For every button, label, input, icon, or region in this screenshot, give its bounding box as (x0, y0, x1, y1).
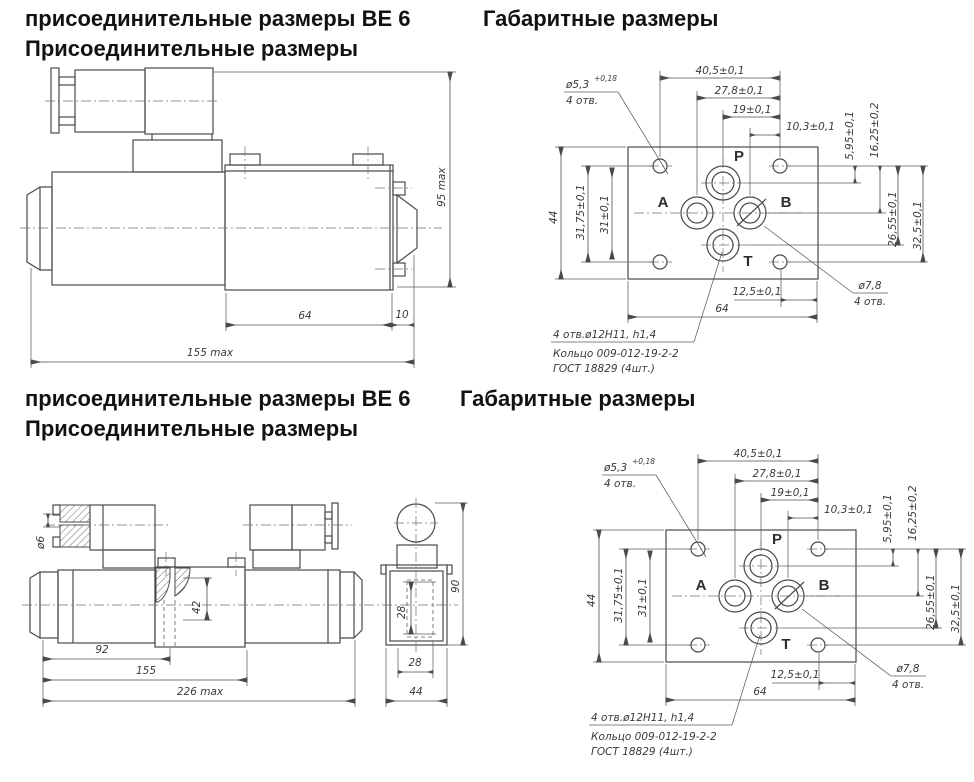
heading-connection2-top: Присоединительные размеры (25, 36, 358, 61)
plate-drawing-bottom: P A B T (586, 448, 966, 758)
port-label-t: T (781, 636, 790, 653)
plate-note-3: ГОСТ 18829 (4шт.) (553, 363, 655, 375)
dim-28h-label: 28 (408, 657, 422, 669)
plate-note-1: 4 отв.ø12Н11, h1,4 (591, 712, 694, 724)
dim-155-label: 155 (136, 665, 156, 677)
plate-holes (690, 541, 826, 653)
dim-226max-label: 226 max (177, 686, 224, 698)
dim-12-5-label: 12,5±0,1 (733, 286, 782, 298)
mount-hole-dia-label: ø5,3 (565, 79, 589, 91)
heading-connection-bottom: присоединительные размеры ВЕ 6 (25, 386, 411, 411)
end-view-outline (380, 503, 453, 646)
mount-hole-tol-label: +0,18 (594, 74, 617, 83)
port-label-p: P (734, 148, 744, 165)
dim-155max-label: 155 max (187, 347, 234, 359)
dim-64-label: 64 (298, 310, 311, 322)
end-view-centerlines (394, 498, 438, 652)
dim-5-95-label: 5,95±0,1 (882, 494, 894, 543)
heading-overall-top: Габаритные размеры (483, 6, 719, 31)
centerlines (22, 524, 458, 606)
port-hole-dia-label: ø7,8 (857, 280, 881, 292)
mount-hole-qty-label: 4 отв. (566, 95, 598, 107)
valve-body-outline (29, 557, 363, 648)
dim-26-55-label: 26,55±0,1 (887, 191, 899, 247)
dim-95max-label: 95 max (436, 167, 448, 207)
dim-40-5-label: 40,5±0,1 (696, 65, 745, 77)
dim-12-5-label: 12,5±0,1 (771, 669, 820, 681)
dimension-lines (385, 502, 466, 704)
plate-note-3: ГОСТ 18829 (4шт.) (591, 746, 693, 758)
port-label-p: P (772, 531, 782, 548)
hidden-port-lines (163, 600, 176, 646)
dimension-lines (30, 71, 453, 365)
dim-19-label: 19±0,1 (771, 487, 810, 499)
port-hole-qty-label: 4 отв. (892, 679, 924, 691)
plate-dimension-lines (558, 75, 926, 320)
dim-27-8-label: 27,8±0,1 (715, 85, 764, 97)
valve-body-outline (26, 153, 418, 291)
port-hole-dia-label: ø7,8 (895, 663, 919, 675)
section-hatch-left (155, 567, 171, 603)
dim-92-label: 92 (95, 644, 109, 656)
dim-90-label: 90 (450, 579, 462, 593)
port-label-b: B (819, 577, 830, 594)
plate-dimension-lines (596, 458, 964, 703)
left-connector-section (52, 504, 156, 569)
dim-32-5-label: 32,5±0,1 (912, 201, 924, 250)
mount-hole-dia-label: ø5,3 (603, 462, 627, 474)
dim-26-55-label: 26,55±0,1 (925, 574, 937, 630)
dim-5-95-label: 5,95±0,1 (844, 111, 856, 160)
heading-connection2-bottom: Присоединительные размеры (25, 416, 358, 441)
port-label-a: A (696, 577, 707, 594)
dim-31-75-label: 31,75±0,1 (575, 184, 587, 240)
dim-44-label: 44 (548, 211, 560, 224)
dim-42-label: 42 (191, 600, 203, 614)
port-hole-qty-label: 4 отв. (854, 296, 886, 308)
port-label-t: T (743, 253, 752, 270)
section-hatch-right (174, 567, 191, 597)
end-view-drawing: 28 90 28 44 (380, 498, 468, 707)
plate-note-2: Кольцо 009-012-19-2-2 (553, 348, 679, 360)
dim-64-plate-label: 64 (715, 303, 728, 315)
dim-27-8-label: 27,8±0,1 (753, 468, 802, 480)
dim-44-label: 44 (586, 594, 598, 607)
port-label-b: B (781, 194, 792, 211)
dim-31-label: 31±0,1 (637, 578, 649, 617)
extension-lines (30, 71, 456, 368)
dim-10-3-label: 10,3±0,1 (786, 121, 835, 133)
plate-extension-lines (589, 454, 966, 726)
plate-drawing-top: P A B T (548, 65, 928, 375)
mount-hole-qty-label: 4 отв. (604, 478, 636, 490)
dim-16-25-label: 16,25±0,2 (869, 102, 881, 158)
centerlines (20, 100, 442, 270)
port-label-a: A (658, 194, 669, 211)
plate-note-2: Кольцо 009-012-19-2-2 (591, 731, 717, 743)
dim-10-label: 10 (395, 309, 409, 321)
heading-connection-top: присоединительные размеры ВЕ 6 (25, 6, 411, 31)
dim-16-25-label: 16,25±0,2 (907, 485, 919, 541)
dimension-lines (42, 513, 356, 704)
dim-10-3-label: 10,3±0,1 (824, 504, 873, 516)
dim-64-plate-label: 64 (753, 686, 766, 698)
right-connector-outline (249, 502, 339, 569)
double-valve-drawing: ø6 42 92 155 226 max (22, 502, 458, 707)
dim-32-5-label: 32,5±0,1 (950, 584, 962, 633)
dim-31-label: 31±0,1 (599, 195, 611, 234)
dim-28v-label: 28 (396, 605, 408, 619)
heading-overall-bottom: Габаритные размеры (460, 386, 696, 411)
dim-44-label: 44 (409, 686, 422, 698)
plate-note-1: 4 отв.ø12Н11, h1,4 (553, 329, 656, 341)
single-valve-drawing: 95 max 64 10 155 max (20, 67, 456, 368)
dim-31-75-label: 31,75±0,1 (613, 567, 625, 623)
plate-holes (652, 158, 788, 270)
dim-19-label: 19±0,1 (733, 104, 772, 116)
dim-40-5-label: 40,5±0,1 (734, 448, 783, 460)
connector-outline (50, 67, 223, 173)
dim-pin-dia-label: ø6 (35, 536, 47, 550)
mount-hole-tol-label: +0,18 (632, 457, 655, 466)
